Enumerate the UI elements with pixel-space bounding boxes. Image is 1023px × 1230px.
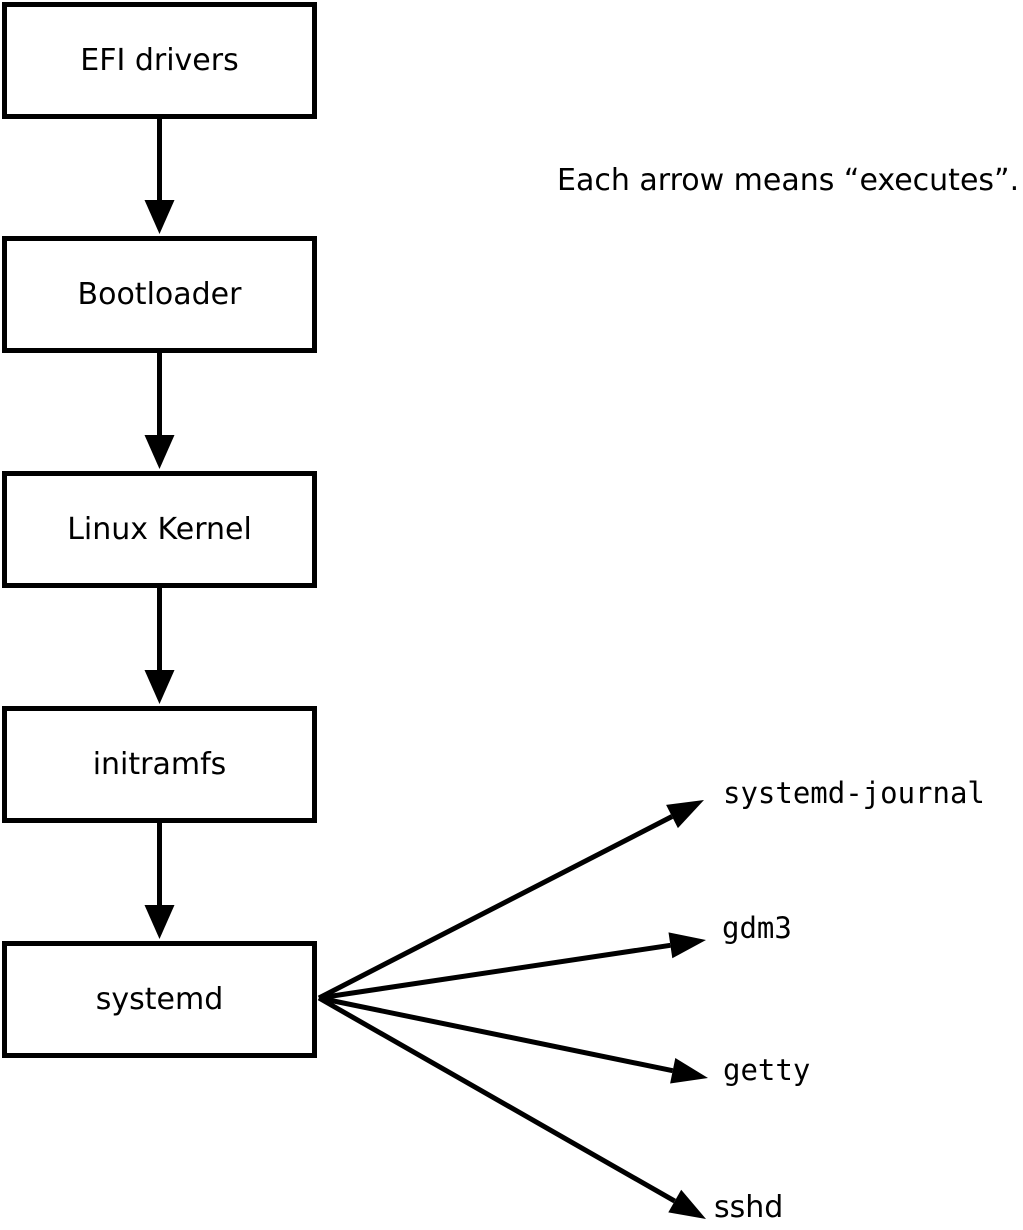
box-efi-drivers: EFI drivers xyxy=(2,2,317,119)
arrow-efi-to-bootloader xyxy=(144,119,175,234)
box-linux-kernel-label: Linux Kernel xyxy=(67,511,252,547)
arrow-head xyxy=(144,435,175,469)
box-initramfs-label: initramfs xyxy=(92,746,227,782)
arrow-kernel-to-initramfs xyxy=(144,588,175,704)
arrow-line xyxy=(317,995,676,1204)
box-bootloader: Bootloader xyxy=(2,236,317,353)
label-systemd-journal: systemd-journal xyxy=(723,776,985,810)
arrow-head xyxy=(144,670,175,704)
label-getty: getty xyxy=(723,1053,811,1087)
box-linux-kernel: Linux Kernel xyxy=(2,471,317,588)
arrow-systemd-to-getty xyxy=(318,995,708,1084)
arrow-head xyxy=(666,800,704,829)
annotation-arrow-meaning: Each arrow means “executes”. xyxy=(557,163,1020,198)
arrow-head xyxy=(144,905,175,939)
arrow-line xyxy=(318,995,674,1074)
label-sshd: sshd xyxy=(714,1190,784,1225)
arrow-bootloader-to-kernel xyxy=(144,353,175,469)
box-efi-drivers-label: EFI drivers xyxy=(80,42,239,78)
arrow-systemd-to-journal xyxy=(317,800,704,1001)
arrow-initramfs-to-systemd xyxy=(144,823,175,939)
arrow-systemd-to-sshd xyxy=(317,995,706,1219)
arrow-head xyxy=(668,1189,706,1219)
arrow-head xyxy=(144,200,175,234)
box-bootloader-label: Bootloader xyxy=(77,276,242,312)
box-systemd-label: systemd xyxy=(95,981,224,1017)
arrow-head xyxy=(670,1058,708,1084)
arrow-line xyxy=(318,942,671,1001)
arrow-systemd-to-gdm3 xyxy=(318,932,706,1001)
arrow-line xyxy=(317,814,674,1001)
arrow-head xyxy=(668,932,706,959)
box-systemd: systemd xyxy=(2,941,317,1058)
label-gdm3: gdm3 xyxy=(722,911,792,945)
box-initramfs: initramfs xyxy=(2,706,317,823)
